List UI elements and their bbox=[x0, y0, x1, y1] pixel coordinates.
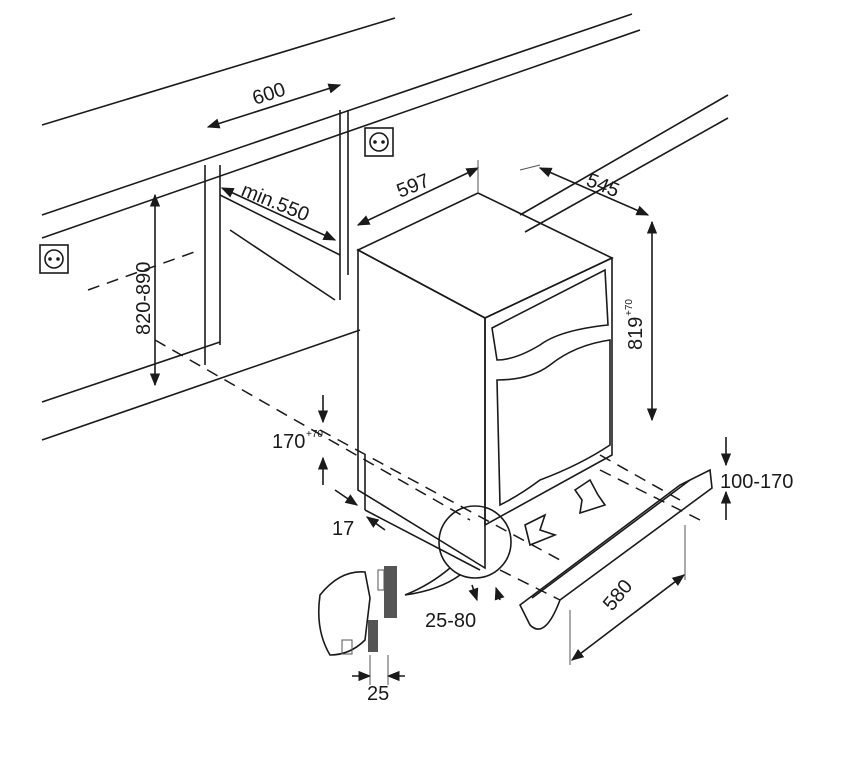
dim-plinth-tolerance: +70 bbox=[306, 429, 323, 440]
dim-kickplate-height: 100-170 bbox=[720, 471, 793, 493]
dim-appliance-height: 819 +70 bbox=[624, 299, 647, 350]
panel-section bbox=[384, 566, 397, 618]
dim-appliance-height-value: 819 bbox=[625, 317, 647, 350]
dim-panel-thickness: 25 bbox=[367, 683, 389, 705]
kitchen-cabinets bbox=[41, 13, 729, 441]
airflow-arrow-icon bbox=[524, 513, 558, 547]
dim-door-offset: 25-80 bbox=[425, 610, 476, 632]
dim-niche-width: 600 bbox=[250, 79, 289, 110]
floor-guides bbox=[154, 339, 701, 601]
dim-niche-depth: min.550 bbox=[238, 179, 312, 226]
wall-socket-icon bbox=[39, 244, 69, 274]
refrigerator bbox=[356, 192, 614, 571]
panel-section bbox=[368, 620, 378, 652]
kickplate bbox=[518, 468, 713, 665]
airflow-arrow-icon bbox=[573, 478, 607, 515]
dim-appliance-width: 597 bbox=[394, 170, 433, 203]
dim-appliance-depth: 545 bbox=[583, 169, 622, 202]
wall-socket-icon bbox=[364, 127, 394, 157]
dimension-lines bbox=[149, 83, 732, 685]
dim-niche-height: 820-890 bbox=[133, 262, 155, 335]
dim-plinth-height: 170 bbox=[272, 431, 305, 453]
dim-appliance-height-tolerance: +70 bbox=[624, 299, 635, 316]
dim-plinth-setback: 17 bbox=[332, 518, 354, 540]
dim-kickplate-length: 580 bbox=[599, 576, 637, 616]
detail-callout bbox=[317, 505, 512, 656]
